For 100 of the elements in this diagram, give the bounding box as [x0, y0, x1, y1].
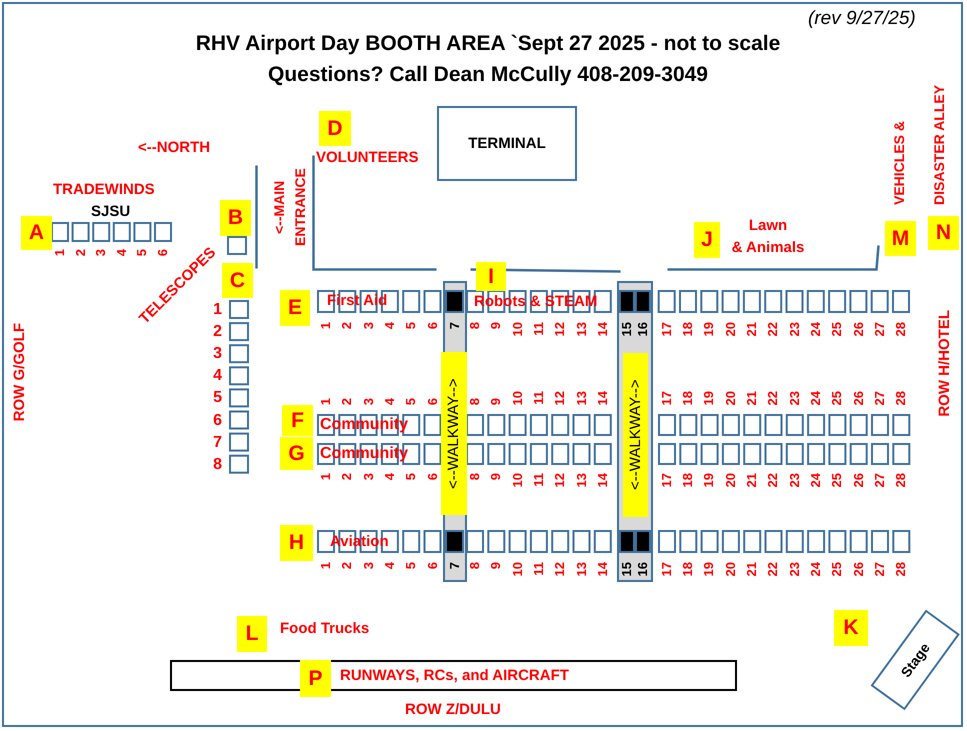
booth-number: 2: [340, 473, 354, 480]
booth-number: 26: [852, 473, 866, 488]
booth-number: 8: [468, 562, 482, 570]
booth-number: 4: [212, 366, 222, 386]
zone-letter-tag: C: [222, 263, 253, 298]
booth-number: 4: [114, 249, 129, 256]
booth-number: 21: [745, 391, 759, 406]
booth-number: 15: [620, 322, 634, 336]
booth-number: 17: [660, 473, 674, 488]
booth-number: 10: [510, 562, 525, 576]
booth-number: 11: [532, 391, 546, 405]
booth-number: 28: [894, 391, 908, 406]
zone-letter-tag: E: [280, 290, 310, 326]
booth-number: 15: [620, 562, 634, 576]
booth-number: 12: [553, 562, 568, 576]
booth-number: 18: [681, 473, 696, 488]
booth-number: 14: [596, 391, 610, 406]
booth-number: 8: [468, 398, 482, 406]
booth-number: 16: [636, 322, 650, 336]
booth-number: 3: [362, 398, 376, 406]
booth-number: 6: [426, 562, 440, 570]
booth-number: 19: [702, 322, 716, 336]
booth-number: 12: [553, 473, 568, 488]
booth-number: 22: [766, 391, 780, 406]
area-label: Food Trucks: [280, 620, 370, 638]
booth-number: 9: [489, 562, 504, 570]
booth-number: 2: [340, 322, 354, 330]
zone-letter-tag: M: [885, 221, 916, 256]
booth-number: 20: [724, 322, 738, 336]
zone-letter-tag: N: [928, 216, 959, 250]
booth-number: 2: [74, 249, 88, 256]
booth-number: 3: [362, 473, 376, 480]
booth-number: 20: [724, 473, 738, 488]
booth-number: 25: [830, 473, 844, 488]
terminal-building: TERMINAL: [437, 106, 577, 181]
booth-number: 17: [660, 562, 674, 576]
booth-number: 27: [872, 322, 887, 336]
booth-number: 21: [745, 322, 759, 336]
booth-number: 13: [574, 562, 589, 576]
booth-number: 6: [426, 473, 440, 480]
exhibitor-name: SJSU: [91, 203, 130, 221]
booth-number: 20: [724, 391, 738, 406]
booth-number: 10: [510, 473, 525, 488]
booth-number: 14: [596, 322, 610, 336]
booth-number: 22: [766, 562, 780, 576]
booth-number: 11: [532, 322, 546, 336]
booth-number: 1: [319, 398, 333, 406]
area-label: VOLUNTEERS: [316, 149, 419, 167]
zone-letter-tag: F: [282, 405, 313, 436]
booth-number: 7: [448, 322, 462, 330]
booth-number: 6: [426, 322, 440, 330]
booth-number: 24: [808, 473, 823, 488]
booth-number: 12: [553, 322, 568, 336]
booth-number: 11: [532, 473, 546, 487]
zone-letter-tag: B: [220, 200, 251, 236]
booth-number: 5: [404, 322, 418, 330]
booth-number: 21: [745, 473, 759, 488]
booth-number: 17: [660, 322, 674, 336]
booth-number: 9: [489, 398, 504, 406]
booth-number: 28: [894, 322, 908, 336]
page-title: RHV Airport Day BOOTH AREA `Sept 27 2025 - not to scale Questions? Call Dean McCully 408-209-3049: [194, 31, 782, 88]
booth-number: 25: [830, 322, 844, 336]
booth-number: 4: [382, 398, 397, 406]
booth-number: 21: [745, 562, 759, 576]
zone-letter-tag: D: [319, 111, 351, 146]
booth-number: 25: [830, 391, 844, 406]
booth-number: 3: [94, 249, 108, 256]
booth-number: 12: [553, 391, 568, 406]
booth-number: 1: [319, 322, 333, 330]
booth-number: 4: [382, 322, 397, 330]
booth-number: 9: [489, 473, 504, 480]
booth-number: 5: [404, 562, 418, 570]
booth-number: 18: [681, 322, 696, 336]
booth-number: 14: [596, 562, 610, 576]
booth-number: 1: [319, 473, 333, 480]
booth-number: 17: [660, 391, 674, 406]
booth-number: 2: [212, 322, 222, 342]
zone-letter-tag: L: [237, 616, 267, 652]
booth-number: 1: [53, 249, 67, 256]
booth-number: 23: [788, 322, 802, 336]
booth-number: 2: [340, 562, 354, 570]
zone-letter-tag: I: [476, 262, 506, 291]
booth-number: 3: [362, 562, 376, 570]
zone-letter-tag: A: [21, 216, 52, 250]
booth-number: 24: [808, 562, 823, 576]
booth-number: 5: [404, 398, 418, 406]
booth-number: 20: [724, 562, 738, 576]
booth-number: 8: [468, 473, 482, 480]
direction-label: <--NORTH: [138, 139, 210, 157]
zone-letter-tag: K: [834, 610, 868, 646]
booth-number: 19: [702, 391, 716, 406]
booth-number: 8: [468, 322, 482, 330]
booth-number: 25: [830, 562, 844, 576]
booth-number: 5: [212, 388, 222, 408]
booth-number: 14: [596, 473, 610, 488]
booth-number: 23: [788, 391, 802, 406]
booth-number: 1: [319, 562, 333, 570]
booth-number: 13: [574, 473, 589, 488]
zone-letter-tag: P: [300, 660, 331, 697]
revision-note: (rev 9/27/25): [808, 8, 916, 30]
